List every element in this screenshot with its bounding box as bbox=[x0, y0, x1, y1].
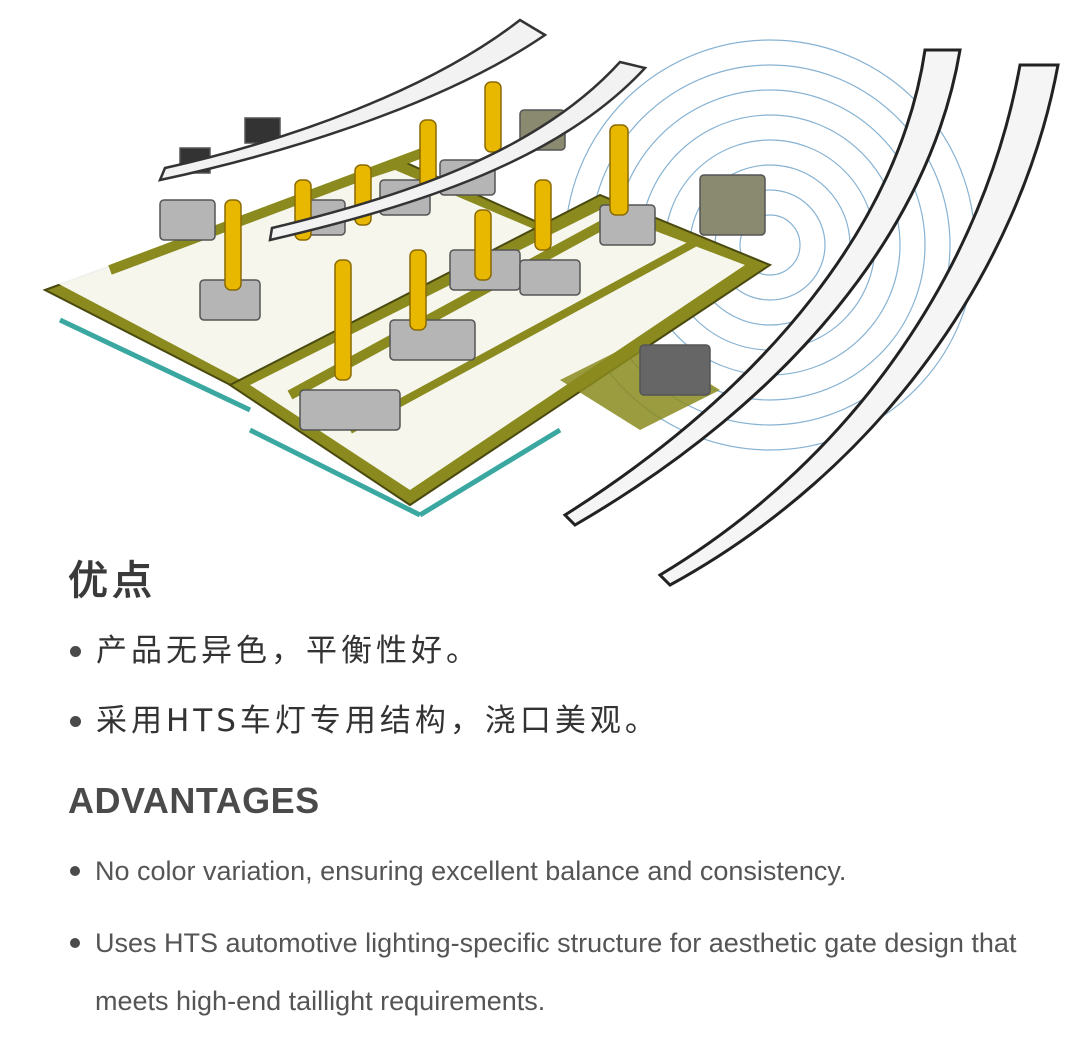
fixture-3d-render-icon bbox=[42, 18, 1060, 587]
list-item: No color variation, ensuring excellent b… bbox=[68, 842, 1018, 900]
bullet-icon bbox=[70, 646, 81, 657]
list-item-text: No color variation, ensuring excellent b… bbox=[95, 856, 847, 886]
list-item-text: 采用HTS车灯专用结构，浇口美观。 bbox=[96, 703, 660, 739]
bullet-icon bbox=[70, 716, 81, 727]
list-item: 产品无异色，平衡性好。 bbox=[68, 625, 660, 695]
section-title-cn: 优点 bbox=[68, 558, 156, 604]
list-item-text: 产品无异色，平衡性好。 bbox=[96, 633, 481, 669]
lamp-parts-on-fixture bbox=[157, 18, 648, 242]
bullet-icon bbox=[70, 866, 80, 876]
advantages-list-cn: 产品无异色，平衡性好。 采用HTS车灯专用结构，浇口美观。 bbox=[68, 625, 660, 765]
hero-fixture-illustration bbox=[42, 18, 1060, 587]
list-item-text: Uses HTS automotive lighting-specific st… bbox=[95, 928, 1017, 1016]
standalone-lamp-strips bbox=[562, 48, 1060, 587]
list-item: Uses HTS automotive lighting-specific st… bbox=[68, 914, 1018, 1030]
bullet-icon bbox=[70, 938, 80, 948]
list-item: 采用HTS车灯专用结构，浇口美观。 bbox=[68, 695, 660, 765]
advantages-list-en: No color variation, ensuring excellent b… bbox=[68, 842, 1018, 1044]
section-title-en: ADVANTAGES bbox=[68, 780, 320, 821]
